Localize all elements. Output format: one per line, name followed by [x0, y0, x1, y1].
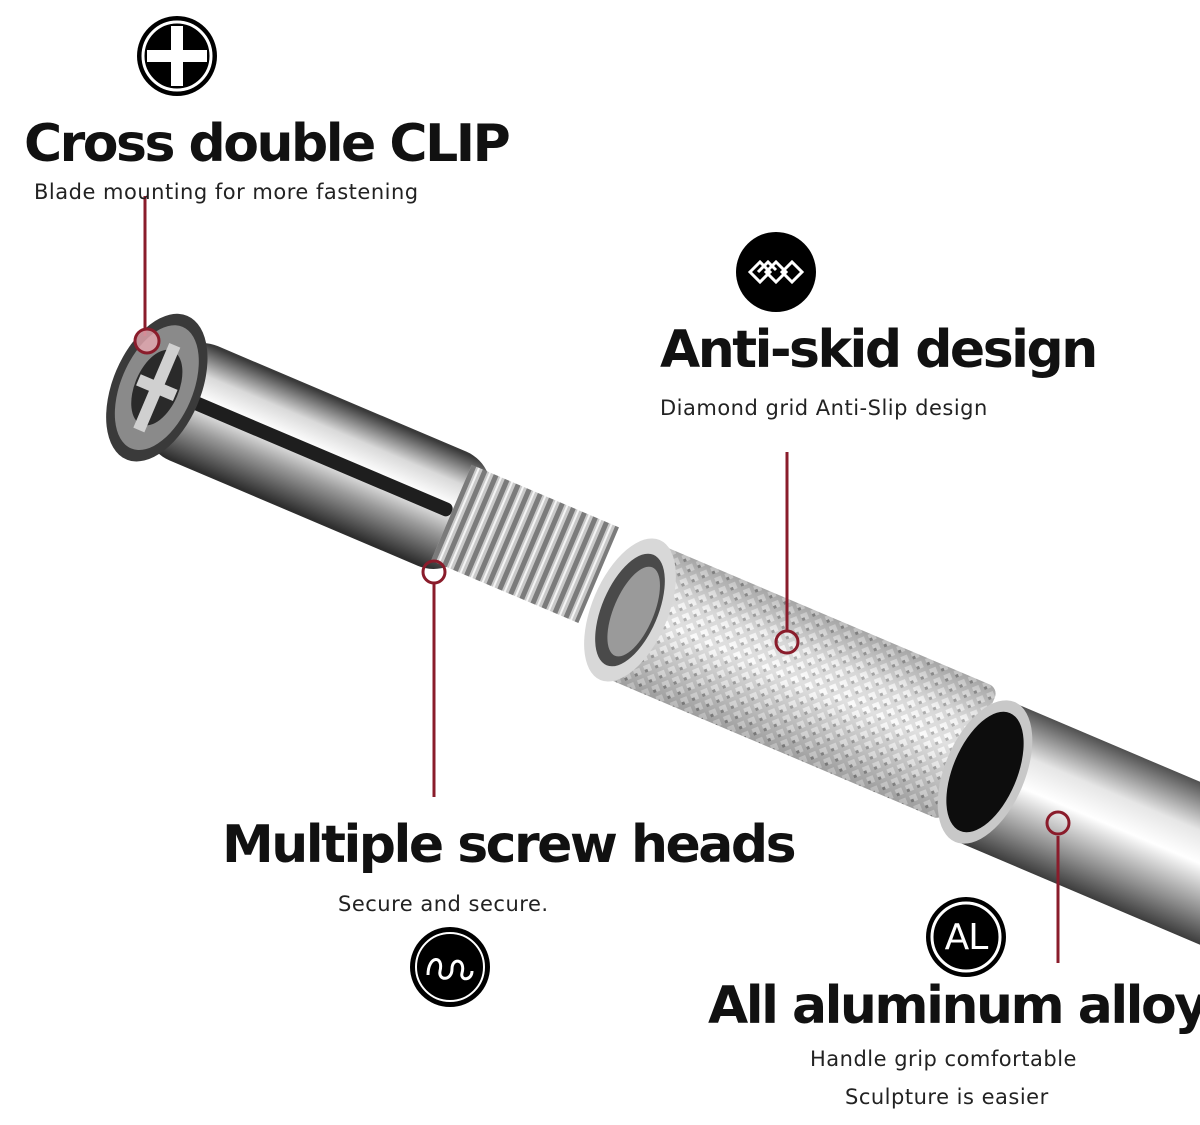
feature-title-anti-skid: Anti-skid design	[660, 320, 1098, 380]
spring-coil-icon	[410, 927, 490, 1007]
feature-desc-aluminum-line2: Sculpture is easier	[845, 1085, 1049, 1109]
feature-title-screw-heads: Multiple screw heads	[222, 815, 797, 875]
feature-title-cross-clip: Cross double CLIP	[24, 114, 511, 174]
feature-title-aluminum: All aluminum alloy	[708, 976, 1200, 1036]
feature-desc-cross-clip: Blade mounting for more fastening	[34, 180, 419, 204]
aluminum-al-icon: AL	[926, 897, 1006, 977]
cross-screw-icon	[137, 16, 217, 96]
diamond-grid-icon	[736, 232, 816, 312]
feature-desc-aluminum-line1: Handle grip comfortable	[810, 1047, 1077, 1071]
aluminum-icon-label: AL	[944, 916, 989, 958]
feature-desc-anti-skid: Diamond grid Anti-Slip design	[660, 396, 988, 420]
feature-desc-screw-heads: Secure and secure.	[338, 892, 549, 916]
